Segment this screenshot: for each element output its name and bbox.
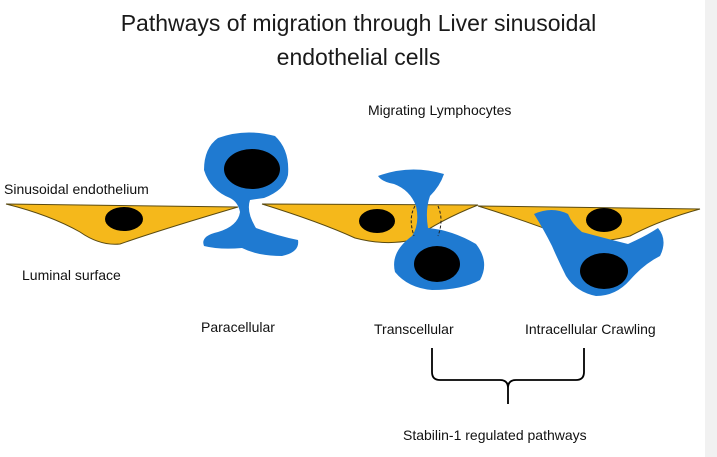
right-edge-strip — [705, 0, 717, 457]
stabilin-bracket — [431, 348, 585, 404]
label-stabilin-pathways: Stabilin-1 regulated pathways — [403, 427, 587, 443]
lymphocyte-nucleus-paracellular — [224, 149, 280, 189]
label-intracellular-crawling: Intracellular Crawling — [525, 321, 656, 337]
label-migrating-lymphocytes: Migrating Lymphocytes — [368, 102, 512, 118]
endothelial-nucleus-left — [105, 207, 143, 231]
endothelial-nucleus-right — [586, 208, 622, 232]
diagram-title-line-1: Pathways of migration through Liver sinu… — [120, 10, 597, 36]
transcellular-pore-right — [437, 205, 442, 237]
diagram-title-line-2: endothelial cells — [276, 44, 441, 70]
lymphocyte-nucleus-transcellular — [414, 246, 460, 282]
label-transcellular: Transcellular — [374, 321, 454, 337]
lymphocyte-intracellular-crawling — [534, 210, 664, 296]
endothelial-nucleus-middle — [359, 209, 395, 233]
lymphocyte-nucleus-crawling — [580, 253, 628, 289]
label-paracellular: Paracellular — [201, 319, 275, 335]
label-sinusoidal-endothelium: Sinusoidal endothelium — [4, 181, 149, 197]
label-luminal-surface: Luminal surface — [22, 267, 121, 283]
transcellular-pore-left — [410, 205, 416, 237]
